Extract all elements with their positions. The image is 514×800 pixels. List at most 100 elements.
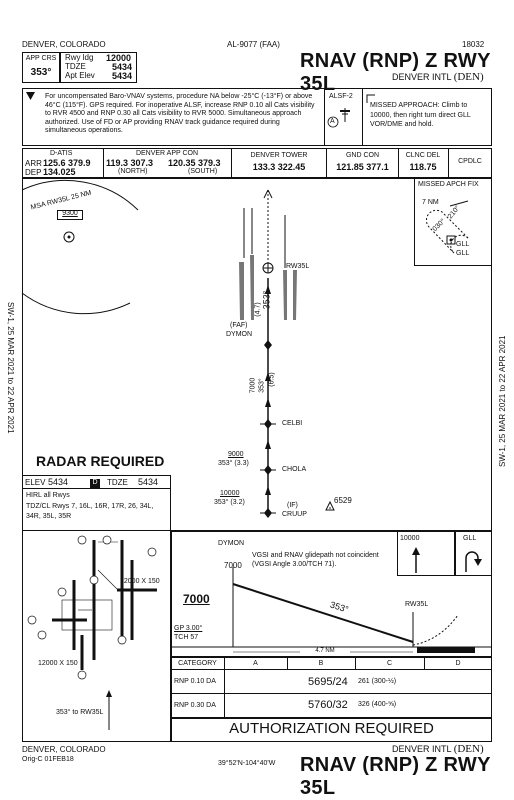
profile-box [171, 531, 492, 657]
min-row-1-label: RNP 0.10 DA [174, 678, 216, 685]
min-row-2-label: RNP 0.30 DA [174, 702, 216, 709]
app-con-south-label: (SOUTH) [188, 168, 218, 175]
profile-alt-label: 7000 [183, 592, 210, 606]
profile-dymon-alt: 7000 [224, 561, 242, 570]
celbi-label: CELBI [282, 420, 303, 427]
ad-rwy-dims: 12000 X 150 [120, 578, 160, 585]
app-crs-box [22, 52, 60, 83]
obstacle-elev: 6529 [334, 496, 352, 505]
cruup-label: CRUUP [282, 511, 307, 518]
min-row-1-extra: 261 (300-½) [358, 678, 397, 685]
lighting-label: ALSF-2 [329, 93, 353, 100]
plan-view [22, 178, 492, 531]
ad-tdze-label: TDZE [107, 478, 128, 487]
tdze: 5434 [112, 62, 133, 72]
cpdlc-label: CPDLC [458, 158, 482, 165]
auth-required: AUTHORIZATION REQUIRED [229, 720, 434, 737]
ad-rwy-dims-2: 12000 X 150 [38, 660, 78, 667]
profile-rw35l: RW35L [405, 601, 429, 608]
location: DENVER, COLORADO [22, 40, 106, 49]
clnc-label: CLNC DEL [405, 152, 441, 159]
app-con-north-label: (NORTH) [118, 168, 148, 175]
rwy-ldg: 12000 [106, 53, 132, 63]
alsf-icon [340, 108, 350, 122]
app-crs-label: APP CRS [25, 55, 57, 62]
faf-label: (FAF) [230, 322, 248, 329]
footer-title: RNAV (RNP) Z RWY 35L [300, 754, 491, 799]
apt-elev: 5434 [112, 71, 133, 81]
profile-distance: 4.7 NM [300, 648, 350, 654]
if-label: (IF) [287, 502, 298, 509]
chola-label: CHOLA [282, 466, 307, 473]
footer-airport-id: (DEN) [453, 743, 484, 755]
apt-elev-label: Apt Elev [65, 71, 95, 80]
ad-elev-label: ELEV [25, 478, 46, 487]
tower-box [231, 148, 327, 178]
warning-triangle-icon [26, 92, 35, 100]
app-crs: 353° [30, 67, 52, 78]
tdze-label: TDZE [65, 62, 86, 71]
airport-runway-diagram [27, 535, 157, 680]
tower-label: DENVER TOWER [250, 152, 308, 159]
min-header-d: D [455, 660, 461, 667]
dep-freq: 134.025 [43, 167, 76, 177]
ad-elev: 5434 [48, 477, 69, 487]
min-header-c: C [386, 660, 393, 667]
dep-label: DEP [25, 168, 42, 177]
app-con-label: DENVER APP CON [135, 150, 199, 157]
alt-cruup: 10000 [220, 490, 240, 497]
procedure-title: RNAV (RNP) Z RWY 35L [300, 50, 491, 95]
ad-tdz: TDZ/CL Rwys 7, 16L, 16R, 17R, 26, 34L, 3… [26, 503, 154, 520]
tower-freq: 133.3 322.45 [252, 162, 306, 172]
missed-gll: GLL [463, 535, 477, 542]
min-header-category: CATEGORY [178, 660, 217, 667]
missed-fix-box [414, 178, 492, 266]
profile-tch: TCH 57 [174, 634, 199, 641]
lighting-a-icon [327, 116, 339, 128]
ad-approach-label: 353° to RW35L [56, 709, 104, 716]
procedure-number: AL-9077 (FAA) [227, 40, 280, 49]
alt-chola: 9000 [228, 451, 244, 458]
footer-airport-name: DENVER INTL [392, 744, 452, 754]
missed-approach-text: MISSED APPROACH: Climb to 10000, then ri… [370, 102, 471, 128]
missed-gll-box [455, 531, 492, 576]
arr-label: ARR [25, 159, 42, 168]
missed-dist: 7 NM [422, 199, 439, 206]
ad-notes: HIRL all Rwys [26, 492, 70, 499]
airport-id: (DEN) [453, 71, 484, 83]
radar-required: RADAR REQUIRED [36, 453, 165, 469]
arr-freq: 125.6 379.9 [43, 158, 91, 168]
gll-label-2: GLL [456, 250, 470, 257]
ad-approach-arrow [106, 690, 112, 730]
climb-arrow-icon [412, 547, 420, 573]
profile-gp: GP 3.00° [174, 625, 203, 632]
rwy-info-box [60, 52, 137, 83]
msa-center-icon [63, 231, 75, 243]
ad-d-badge: D [90, 479, 100, 488]
holding-pattern [425, 200, 469, 254]
datis-label: D-ATIS [50, 150, 73, 157]
profile-dymon: DYMON [218, 540, 245, 547]
min-header-a: A [253, 660, 258, 667]
notes-main: For uncompensated Baro-VNAV systems, pro… [45, 93, 315, 135]
min-row-1-value: 5695/24 [308, 676, 348, 688]
missed-approach-icon [366, 94, 375, 103]
obstacle-icon [325, 500, 335, 511]
missed-climb-alt: 10000 [400, 535, 420, 542]
airport-name: DENVER INTL (DEN) [392, 71, 484, 83]
footer-orig: Orig-C 01FEB18 [22, 756, 74, 763]
footer-location: DENVER, COLORADO [22, 745, 106, 754]
ad-tdze: 5434 [138, 477, 159, 487]
gll-vor-icon [446, 235, 456, 245]
course-cruup: 353° (3.2) [214, 499, 245, 506]
course-chola: 353° (3.3) [218, 460, 249, 467]
msa-circle [21, 180, 139, 315]
auth-box [171, 718, 492, 742]
rwy-ldg-label: Rwy ldg [65, 53, 94, 62]
airport-diagram-box [22, 475, 171, 742]
rw35l-label: RW35L [286, 263, 310, 270]
msa-altitude: 9300 [62, 210, 78, 217]
gnd-freq: 121.85 377.1 [336, 162, 389, 172]
missed-fix-label: MISSED APCH FIX [418, 181, 479, 188]
